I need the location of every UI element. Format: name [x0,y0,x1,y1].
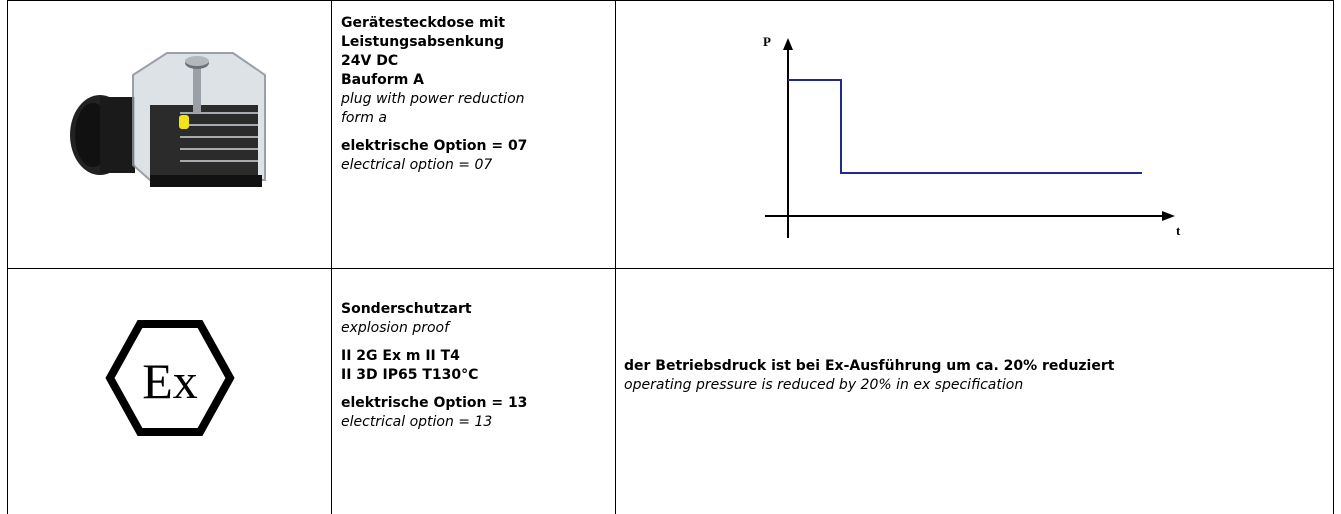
ex-option-en: electrical option = 13 [341,414,493,430]
option-en: electrical option = 07 [341,157,493,173]
border-row-divider [7,268,1334,269]
ex-title-de: Sonderschutzart [341,301,472,317]
title-en-line-2: form a [341,110,387,126]
title-de-line-1: Gerätesteckdose mit [341,15,506,31]
border-col-2 [615,0,616,514]
ex-pressure-note: der Betriebsdruck ist bei Ex-Ausführung … [624,357,1334,395]
power-series-line [788,79,1142,174]
title-en-line-1: plug with power reduction [341,91,525,107]
ex-symbol-text: Ex [142,353,198,409]
border-right [1333,0,1334,514]
y-axis-label: P [763,34,771,49]
x-axis-arrow [1162,211,1175,221]
ex-hexagon-icon: Ex [105,320,235,436]
ex-symbol-image: Ex [105,318,235,438]
ex-spec-1: II 2G Ex m II T4 [341,348,460,364]
ex-title-en: explosion proof [341,320,450,336]
note-de: der Betriebsdruck ist bei Ex-Ausführung … [624,358,1115,374]
form-label-de: Bauform A [341,72,424,88]
plug-description: Gerätesteckdose mit Leistungsabsenkung 2… [341,14,611,175]
border-left [7,0,8,514]
plug-illustration [70,52,266,187]
ex-spec-2: II 3D IP65 T130°C [341,367,479,383]
note-en: operating pressure is reduced by 20% in … [624,377,1024,393]
ex-description: Sonderschutzart explosion proof II 2G Ex… [341,300,611,432]
plug-image [55,35,285,195]
x-axis-label: t [1176,223,1181,238]
ex-option-de: elektrische Option = 13 [341,395,528,411]
title-de-line-2: Leistungsabsenkung [341,34,505,50]
power-time-chart-svg: P t [763,34,1181,238]
border-col-1 [331,0,332,514]
border-top [7,0,1334,1]
y-axis-arrow [783,38,793,50]
option-de: elektrische Option = 07 [341,138,528,154]
voltage-label: 24V DC [341,53,399,69]
power-time-chart: P t [750,28,1200,253]
